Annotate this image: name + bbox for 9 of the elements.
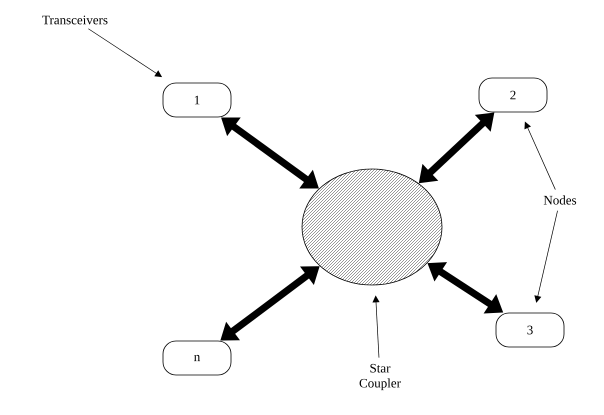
callout-label: Nodes bbox=[544, 195, 576, 205]
callout-label: Star Coupler bbox=[360, 364, 401, 390]
callout-label: Transceivers bbox=[42, 16, 108, 24]
transceiver-box: 2 bbox=[478, 78, 548, 112]
leader-arrow bbox=[524, 122, 556, 190]
transceiver-box: 1 bbox=[162, 82, 232, 118]
transceiver-box: 3 bbox=[496, 312, 564, 348]
transceiver-box: n bbox=[162, 340, 232, 376]
hatched-ellipse bbox=[302, 168, 442, 286]
